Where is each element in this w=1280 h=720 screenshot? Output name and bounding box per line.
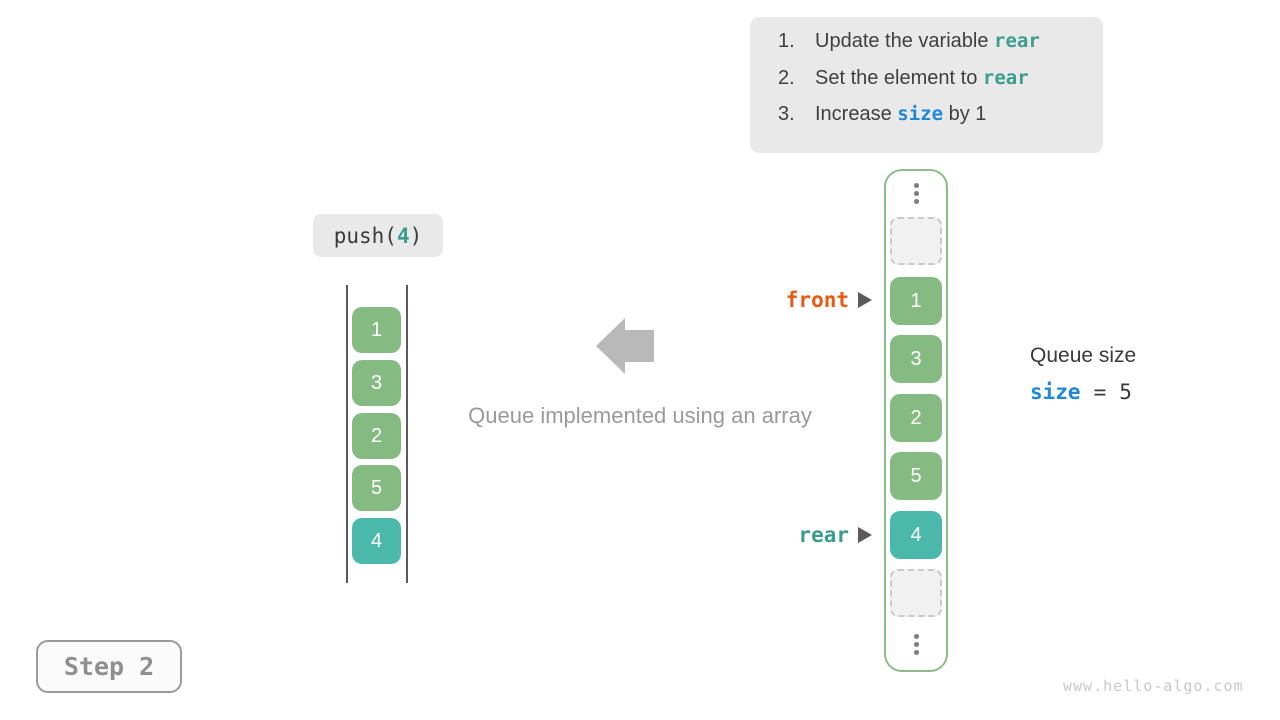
step-number: 3. <box>778 103 795 125</box>
instruction-box: 1. Update the variable rear 2. Set the e… <box>750 17 1103 153</box>
push-post: ) <box>409 223 423 248</box>
front-pointer-label: front <box>785 288 849 312</box>
step-text-pre: Set the element to <box>815 66 983 89</box>
push-pre: push( <box>333 223 397 248</box>
array-cell-empty <box>890 217 942 265</box>
code-token-rear: rear <box>982 66 1029 89</box>
equals-sign: = <box>1093 380 1107 404</box>
array-cell-rear: 4 <box>890 511 942 559</box>
array-cell: 2 <box>890 394 942 442</box>
stack-element: 2 <box>352 413 401 459</box>
stack-element: 3 <box>352 360 401 406</box>
step-badge: Step 2 <box>36 640 182 693</box>
array-cell: 1 <box>890 277 942 325</box>
front-pointer: front <box>760 286 872 314</box>
array-cell: 3 <box>890 335 942 383</box>
rear-pointer: rear <box>760 521 872 549</box>
step-text: Increase size by 1 <box>815 103 986 126</box>
push-value: 4 <box>396 223 410 248</box>
code-token-rear: rear <box>994 30 1040 52</box>
stack-right-wall <box>406 285 408 583</box>
ellipsis-bottom-icon <box>886 634 946 655</box>
push-operation-chip: push(4) <box>313 214 443 257</box>
watermark: www.hello-algo.com <box>1063 677 1244 695</box>
array-cell-empty <box>890 569 942 617</box>
ellipsis-top-icon <box>886 183 946 204</box>
instruction-step-1: 1. Update the variable rear <box>778 30 1103 67</box>
size-variable: size <box>1030 380 1081 404</box>
array-cell: 5 <box>890 452 942 500</box>
left-arrow-icon <box>596 318 625 374</box>
stack-element: 5 <box>352 465 401 511</box>
right-arrow-icon <box>858 527 872 543</box>
step-text-pre: Update the variable <box>815 30 995 52</box>
left-arrow-icon-bar <box>624 330 654 362</box>
right-arrow-icon <box>858 292 872 308</box>
code-token-size: size <box>897 103 944 125</box>
stack-element: 1 <box>352 307 401 353</box>
array-frame: 1 3 2 5 4 <box>884 169 948 672</box>
step-text: Update the variable rear <box>815 30 1040 53</box>
step-text: Set the element to rear <box>815 67 1029 90</box>
queue-size-panel: Queue size size = 5 <box>1030 344 1136 404</box>
step-number: 2. <box>778 66 795 89</box>
rear-pointer-label: rear <box>798 523 849 547</box>
step-number: 1. <box>778 30 795 52</box>
queue-size-title: Queue size <box>1030 344 1137 367</box>
diagram-caption: Queue implemented using an array <box>468 403 812 428</box>
queue-size-value-line: size = 5 <box>1030 380 1136 404</box>
stack-element-new: 4 <box>352 518 401 564</box>
step-text-post: by 1 <box>943 103 987 125</box>
size-value: 5 <box>1119 380 1132 404</box>
instruction-step-2: 2. Set the element to rear <box>778 67 1103 104</box>
stack-left-wall <box>346 285 348 583</box>
instruction-step-3: 3. Increase size by 1 <box>778 103 1103 140</box>
step-text-pre: Increase <box>815 103 898 125</box>
